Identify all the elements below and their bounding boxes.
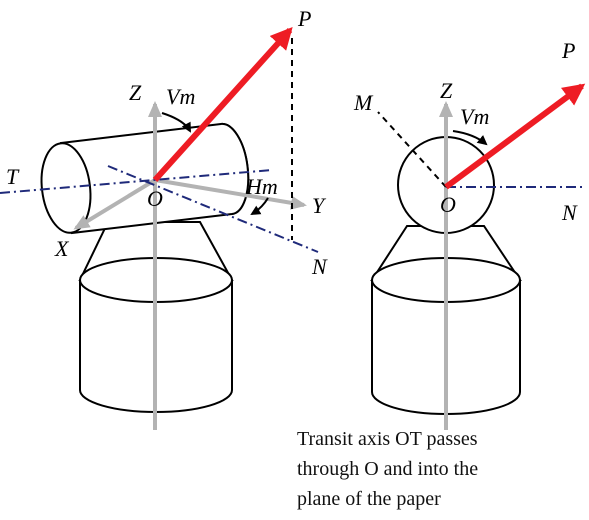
left-label-n: N xyxy=(311,254,328,279)
left-y-axis xyxy=(154,178,307,210)
left-n-axis xyxy=(107,165,319,253)
caption-line-1: Transit axis OT passes xyxy=(297,428,478,450)
left-telescope-back-edge xyxy=(220,122,250,215)
right-vm-arc xyxy=(452,130,488,146)
caption-line-2: through O and into the xyxy=(297,458,479,480)
right-label-vm: Vm xyxy=(460,104,489,129)
left-label-hm: Hm xyxy=(245,174,278,199)
left-label-vm: Vm xyxy=(166,84,195,109)
right-label-m: M xyxy=(353,90,374,115)
left-label-x: X xyxy=(54,236,70,261)
right-label-n: N xyxy=(561,200,578,225)
left-label-p: P xyxy=(297,6,311,31)
right-op-vector xyxy=(444,83,586,190)
right-om-line xyxy=(377,111,447,188)
left-label-z: Z xyxy=(129,80,142,105)
left-view: P Z Vm T O Hm Y X N xyxy=(0,6,328,430)
right-label-z: Z xyxy=(440,78,453,103)
caption-line-3: plane of the paper xyxy=(297,488,441,510)
left-hm-arc xyxy=(250,197,269,216)
left-transit-axis xyxy=(0,169,273,194)
left-telescope xyxy=(40,122,250,235)
right-view: P M Z Vm O N xyxy=(353,38,586,430)
left-vm-arc xyxy=(161,112,191,133)
left-label-o: O xyxy=(147,186,163,211)
left-x-axis xyxy=(73,178,157,230)
right-label-p: P xyxy=(561,38,575,63)
left-op-vector xyxy=(152,27,293,183)
right-label-o: O xyxy=(440,192,456,217)
left-label-y: Y xyxy=(312,193,327,218)
left-label-t: T xyxy=(6,164,20,189)
